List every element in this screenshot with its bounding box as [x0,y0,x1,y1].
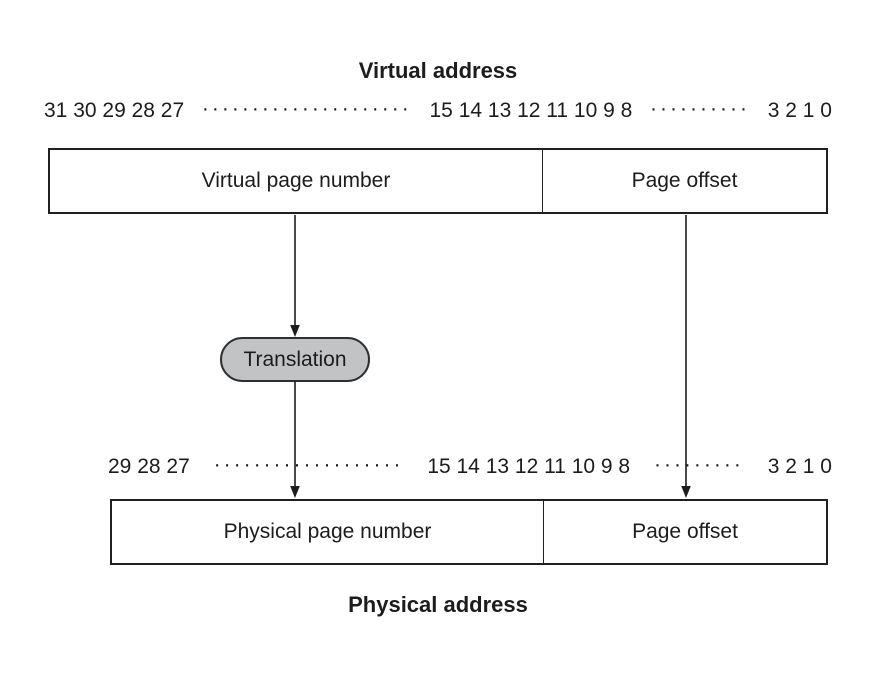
virtual-address-title: Virtual address [358,58,518,83]
physical-bits-ellipsis-right: ········· [653,453,744,476]
physical-bits-low: 3 2 1 0 [767,455,832,478]
virtual-bits-high: 31 30 29 28 27 [44,99,185,122]
physical-bits-mid: 15 14 13 12 11 10 9 8 [427,455,631,478]
virtual-page-number-field: Virtual page number [201,169,391,192]
arrowhead-down-icon [681,486,691,498]
physical-address-box: Physical page number Page offset [110,499,828,565]
virtual-bits-ellipsis-right: ·········· [650,97,750,120]
physical-bits-high: 29 28 27 [108,455,190,478]
physical-address-title: Physical address [348,592,528,617]
physical-bits-ellipsis-left: ··················· [213,453,404,476]
virtual-bits-ellipsis-left: ····················· [201,97,412,120]
arrowhead-down-icon [290,486,300,498]
vpn-to-translation-arrow [290,215,300,337]
translation-oval: Translation [220,337,370,382]
virtual-bits-mid: 15 14 13 12 11 10 9 8 [429,99,633,122]
virtual-bits-low: 3 2 1 0 [767,99,832,122]
virtual-page-offset-field: Page offset [542,150,826,212]
translation-to-ppn-arrow [290,381,300,498]
virtual-bit-labels: 31 30 29 28 27 ····················· 15 … [44,97,832,124]
physical-page-number-field: Physical page number [223,520,432,543]
arrowhead-down-icon [290,325,300,337]
physical-page-offset-field: Page offset [543,501,826,563]
physical-bit-labels: 29 28 27 ··················· 15 14 13 12… [108,453,832,480]
virtual-address-box: Virtual page number Page offset [48,148,828,214]
